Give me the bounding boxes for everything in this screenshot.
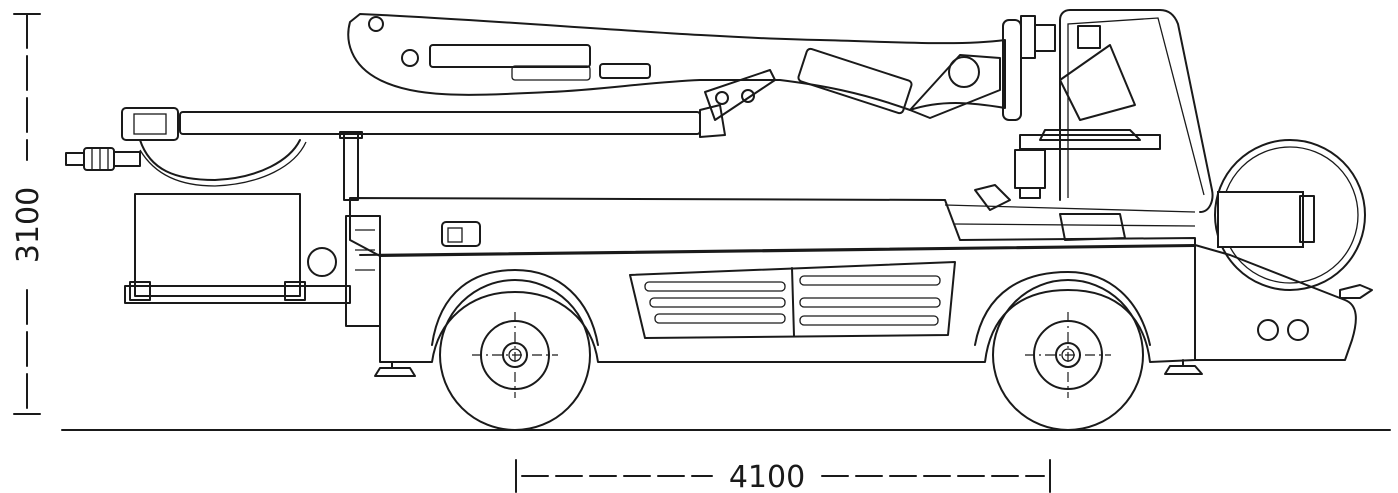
cab-frame [1002,9,1214,213]
hose-reel [1214,139,1373,299]
delivery-boom [65,104,726,201]
side-grille [629,261,956,339]
length-dimension: 4100 [515,459,1051,493]
rear-wheel [431,269,599,431]
boom-rest [974,184,1126,241]
height-dimension-label: 3100 [11,187,46,263]
front-wheel [974,271,1151,431]
chassis-body [349,197,1357,377]
height-dimension: 3100 [11,13,46,415]
rear-tank [124,193,381,327]
boom-arm [347,13,1006,121]
length-dimension-label: 4100 [729,460,805,493]
